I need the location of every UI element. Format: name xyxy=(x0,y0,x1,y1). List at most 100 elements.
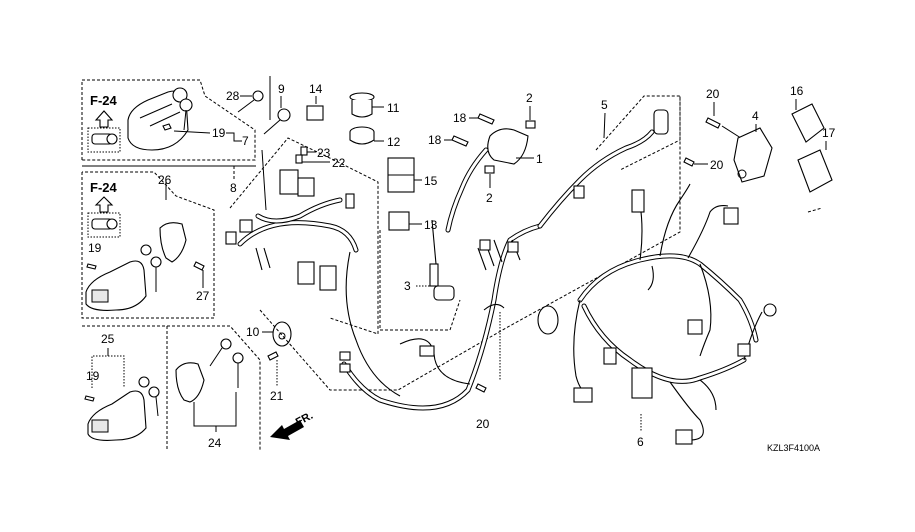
up-arrow-icon-2 xyxy=(94,196,114,213)
callout-22[interactable]: 22 xyxy=(332,156,346,170)
connector-front-e xyxy=(507,241,519,253)
callout-24[interactable]: 24 xyxy=(208,436,222,450)
callout-11[interactable]: 11 xyxy=(387,101,400,115)
clamp-2a-icon xyxy=(525,120,536,129)
main-harness-lead-e xyxy=(699,263,712,357)
cylinder-inset-2 xyxy=(87,212,121,238)
seat-lock-26 xyxy=(159,222,187,263)
group-26-border xyxy=(81,171,215,319)
callout-15[interactable]: 15 xyxy=(424,174,438,188)
front-arrow-icon xyxy=(270,420,304,440)
bolt-20b-icon xyxy=(683,157,695,167)
callout-23[interactable]: 23 xyxy=(317,146,331,160)
callout-19-c[interactable]: 19 xyxy=(86,369,100,383)
key-head-25a xyxy=(138,376,150,388)
leader-7 xyxy=(226,132,242,142)
callout-6[interactable]: 6 xyxy=(637,435,644,449)
callout-3[interactable]: 3 xyxy=(404,279,411,293)
callout-5[interactable]: 5 xyxy=(601,98,608,112)
callout-19-b[interactable]: 19 xyxy=(88,241,102,255)
socket-11: 11 xyxy=(349,92,400,118)
callout-20-a[interactable]: 20 xyxy=(706,87,720,101)
sub-harness-8-border xyxy=(229,137,379,335)
callout-2-b[interactable]: 2 xyxy=(486,191,493,205)
callout-10[interactable]: 10 xyxy=(246,325,260,339)
headlight-connector xyxy=(537,305,559,335)
callout-26[interactable]: 26 xyxy=(158,173,172,187)
connector-8c xyxy=(345,193,355,209)
callout-17[interactable]: 17 xyxy=(822,126,836,140)
callout-14[interactable]: 14 xyxy=(309,82,323,96)
rubber-12-body xyxy=(349,132,375,145)
leader-19a xyxy=(173,130,211,134)
callout-21[interactable]: 21 xyxy=(270,389,284,403)
callout-20-b[interactable]: 20 xyxy=(710,158,724,172)
seat-lock-24 xyxy=(175,362,205,403)
connector-front-b xyxy=(339,351,351,361)
bolt-21-icon xyxy=(267,351,279,361)
main-harness-trunk-a-inner xyxy=(578,254,758,342)
socket-11-top xyxy=(349,92,375,102)
regulator-4-hole xyxy=(737,169,747,179)
harness-8-wire-a xyxy=(237,220,359,253)
callout-7[interactable]: 7 xyxy=(242,134,249,148)
ref-label-f24-top[interactable]: F-24 xyxy=(90,93,118,108)
connector-8a xyxy=(225,231,237,245)
plug-cap-3-body xyxy=(429,263,439,287)
front-harness-main-inner xyxy=(342,224,542,410)
relay-13: 13 xyxy=(388,211,438,232)
key-head-7b xyxy=(179,98,193,112)
callout-18-b[interactable]: 18 xyxy=(428,133,442,147)
callout-2-a[interactable]: 2 xyxy=(526,91,533,105)
key-head-7a xyxy=(172,87,188,103)
key-blade-24a xyxy=(209,347,223,367)
fuse-box xyxy=(279,169,299,195)
callout-25[interactable]: 25 xyxy=(101,332,115,346)
relay-13-body xyxy=(388,211,410,231)
group-25-key-set: 25 19 xyxy=(82,325,261,450)
connector-6f xyxy=(603,347,617,365)
key-cylinder-face xyxy=(106,133,118,145)
callout-16[interactable]: 16 xyxy=(790,84,804,98)
cylinder-inset xyxy=(87,127,121,153)
callout-20-c[interactable]: 20 xyxy=(476,417,490,431)
bolt-18a-icon xyxy=(477,113,495,125)
callout-13[interactable]: 13 xyxy=(424,218,438,232)
relay-14: 14 xyxy=(306,82,324,121)
harness-8-wire-b-inner xyxy=(256,198,342,223)
sub-harness-8 xyxy=(225,137,379,335)
main-harness-trunk-a xyxy=(577,253,759,343)
ref-label-f24-mid[interactable]: F-24 xyxy=(90,180,118,195)
screw-19-icon-a xyxy=(162,123,172,131)
callout-19-a[interactable]: 19 xyxy=(212,126,226,140)
front-harness-main xyxy=(341,223,543,411)
callout-18-a[interactable]: 18 xyxy=(453,111,467,125)
key-28-head xyxy=(252,90,264,102)
ecu-16-body xyxy=(791,103,825,143)
connector-6i xyxy=(675,429,693,445)
direction-label: FR. xyxy=(294,410,315,429)
clamp-2b-icon xyxy=(484,165,495,174)
bolt-20a-icon xyxy=(705,117,721,129)
front-harness-branches xyxy=(477,239,521,271)
fuse-22-icon xyxy=(295,154,303,164)
callout-12[interactable]: 12 xyxy=(387,135,401,149)
connector-6g xyxy=(631,367,653,399)
coil-lead-inner xyxy=(446,148,488,232)
key-9-head xyxy=(277,108,291,122)
callout-8[interactable]: 8 xyxy=(230,181,237,195)
plug-cap-region xyxy=(380,299,461,331)
callout-9[interactable]: 9 xyxy=(278,82,285,96)
callout-1[interactable]: 1 xyxy=(536,152,543,166)
sub-harness-5: 5 xyxy=(537,95,681,229)
callout-28[interactable]: 28 xyxy=(226,89,240,103)
harness-8-terminals xyxy=(255,247,271,271)
plug-cap-3: 3 xyxy=(404,219,455,301)
group-7-ignition-switch: F-24 19 7 xyxy=(81,79,256,161)
callout-27[interactable]: 27 xyxy=(196,289,210,303)
screw-19-icon-b xyxy=(86,263,97,270)
callout-4[interactable]: 4 xyxy=(752,109,759,123)
connector-8b xyxy=(239,219,253,233)
connector-6b xyxy=(723,207,739,225)
main-harness-6: 6 xyxy=(537,183,777,449)
